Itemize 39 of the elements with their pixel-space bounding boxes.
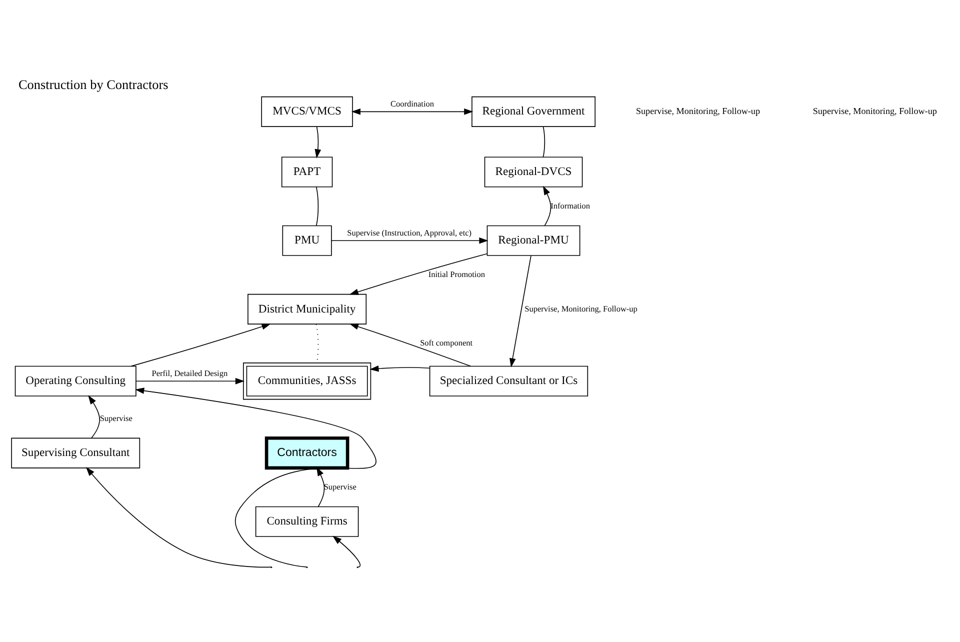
edge-label: Supervise (Instruction, Approval, etc) (347, 228, 472, 238)
arrow (351, 108, 474, 114)
label: Supervise, Monitoring, Follow-up (636, 105, 760, 116)
node-box: Contractors (264, 436, 350, 470)
connector (316, 186, 319, 226)
edge-label: Soft component (420, 338, 473, 348)
node-box: PMU (282, 224, 332, 256)
arrow (314, 126, 322, 158)
label: Supervise, Monitoring, Follow-up (812, 105, 937, 116)
node-box: Regional Government (472, 96, 596, 126)
edge-label: Information (550, 200, 590, 210)
arrow (136, 377, 244, 384)
node-box: Specialized Consultant or ICs (429, 365, 588, 396)
edge-label: Supervise (324, 482, 356, 491)
edge-label: Supervise, Monitoring, Follow-up (524, 304, 638, 313)
node-box: Consulting Firms (255, 506, 359, 536)
node-box: Communities, JASSs (242, 362, 372, 400)
node-box: MVCS/VMCS (261, 96, 353, 126)
edge-label: Coordination (390, 99, 434, 108)
node-box: District Municipality (248, 293, 367, 324)
diagram-title: Construction by Contractors (18, 76, 168, 92)
arrow (542, 185, 552, 226)
arrow (332, 535, 361, 567)
node-box: Operating Consulting (14, 365, 136, 396)
node-box: Supervising Consultant (11, 437, 140, 468)
arrow (331, 236, 488, 244)
arrow (130, 323, 271, 366)
connector (542, 126, 546, 158)
arrow (370, 364, 430, 372)
node-box: Regional-DVCS (484, 156, 583, 187)
arrow (509, 254, 532, 367)
node-box: Regional-PMU (486, 224, 580, 256)
edge-label: Initial Promotion (428, 269, 485, 278)
edge-label: Perfil, Detailed Design (152, 368, 228, 378)
node-box: PAPT (281, 156, 333, 187)
arrow (349, 323, 471, 366)
edge-label: Supervise (100, 413, 132, 422)
arrow (88, 394, 100, 438)
arrow (349, 252, 488, 294)
